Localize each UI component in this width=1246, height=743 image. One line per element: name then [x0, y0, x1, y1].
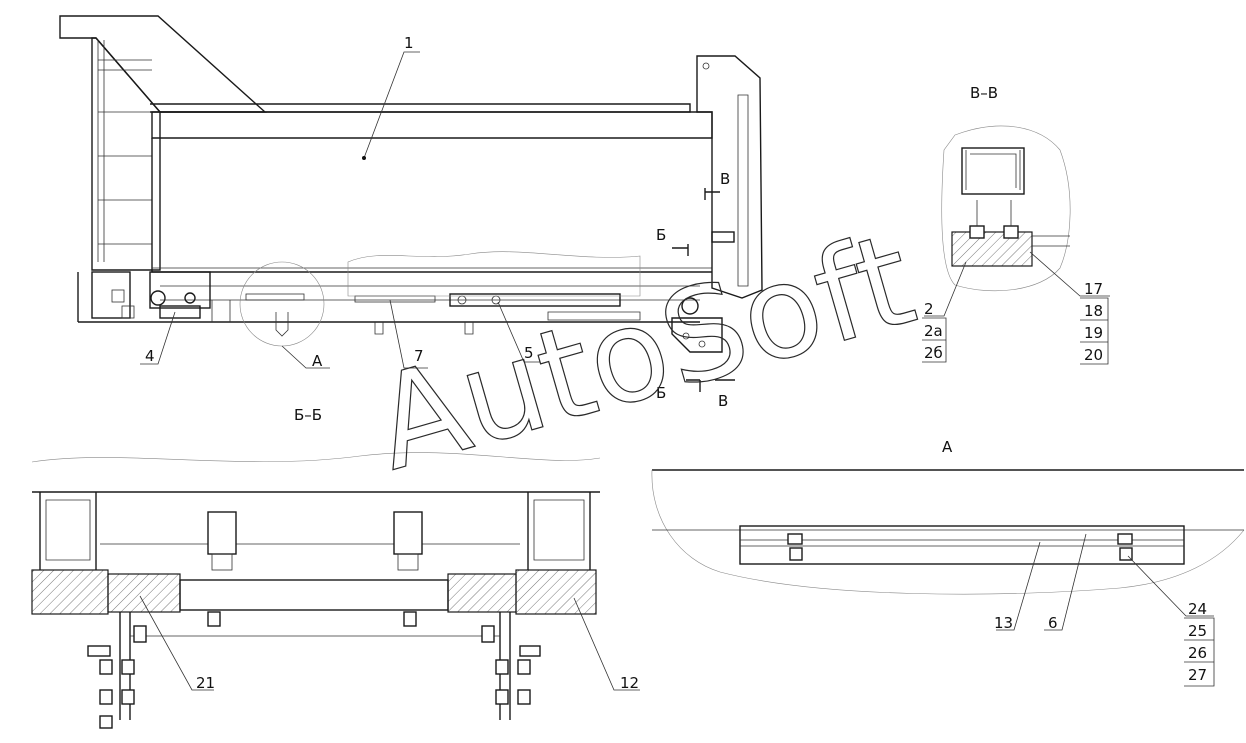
callout-17: 17: [1084, 280, 1103, 298]
callout-24: 24: [1188, 600, 1207, 618]
callout-18: 18: [1084, 302, 1103, 320]
cut-label-b-bottom: Б: [656, 384, 666, 402]
section-vv-title: В–В: [970, 84, 998, 102]
section-bb-view: [31, 452, 601, 729]
cut-label-v-top: В: [720, 170, 730, 188]
section-bb-title: Б–Б: [294, 406, 322, 424]
main-side-view: [59, 15, 763, 392]
watermark-text: AutoSoft: [359, 205, 929, 500]
section-vv-leaders: [922, 251, 1110, 365]
callout-7: 7: [414, 347, 424, 365]
callout-13: 13: [994, 614, 1013, 632]
callout-12: 12: [620, 674, 639, 692]
cut-label-v-bottom: В: [718, 392, 728, 410]
callout-4: 4: [145, 347, 155, 365]
callout-a: А: [312, 352, 323, 370]
cut-label-b-top: Б: [656, 226, 666, 244]
rear-hinge-mechanism: [671, 297, 723, 353]
callout-1: 1: [404, 34, 414, 52]
main-view-leaders: [140, 51, 540, 369]
callout-2b: 2б: [924, 344, 943, 362]
front-hinge-mechanism: [91, 271, 211, 319]
callout-6: 6: [1048, 614, 1058, 632]
callout-21: 21: [196, 674, 215, 692]
detail-a-circle: [239, 261, 325, 347]
detail-a-title: А: [942, 438, 953, 456]
section-bb-leaders: [139, 595, 640, 691]
callout-26: 26: [1188, 644, 1207, 662]
callout-20: 20: [1084, 346, 1103, 364]
callout-2: 2: [924, 300, 934, 318]
detail-a-leaders: [996, 533, 1215, 687]
callout-5: 5: [524, 344, 534, 362]
callout-27: 27: [1188, 666, 1207, 684]
callout-2a: 2а: [924, 322, 943, 340]
callout-25: 25: [1188, 622, 1207, 640]
callout-19: 19: [1084, 324, 1103, 342]
section-vv-view: [941, 125, 1071, 292]
detail-a-view: [651, 469, 1245, 595]
